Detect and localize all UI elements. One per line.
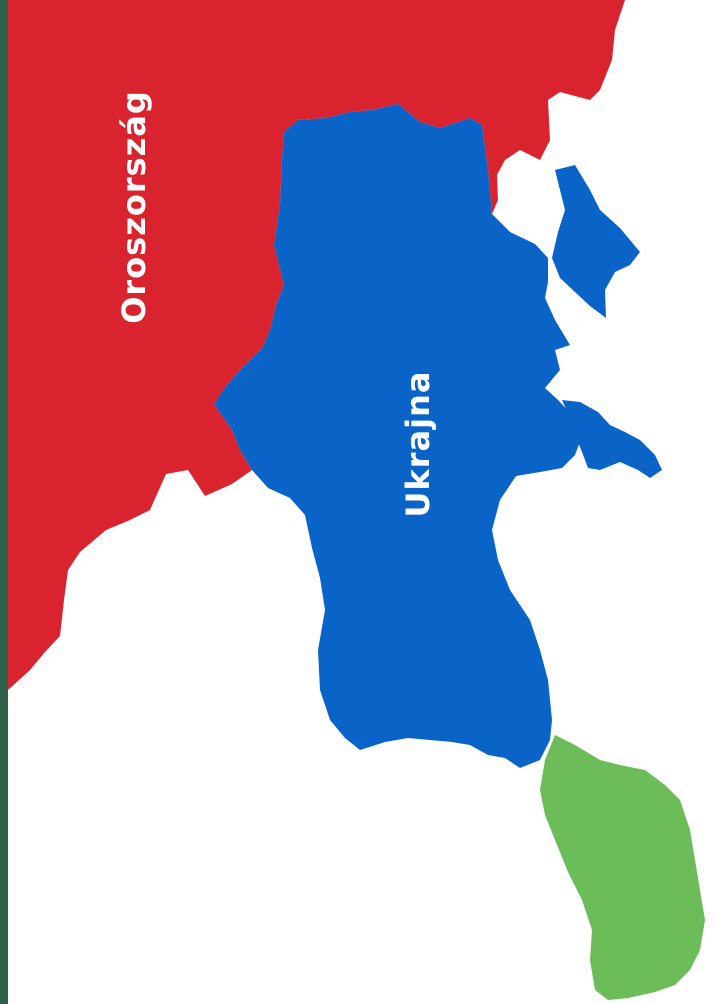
region-russia: [8, 0, 625, 690]
region-ukraine: [214, 104, 582, 768]
region-ukraine-lobe: [552, 165, 640, 318]
label-ukraine: Ukrajna: [399, 370, 437, 518]
region-ukraine-arm: [562, 400, 662, 478]
label-russia: Oroszország: [115, 90, 153, 324]
region-moldova: [540, 735, 705, 1000]
edge-strip: [0, 0, 8, 1004]
